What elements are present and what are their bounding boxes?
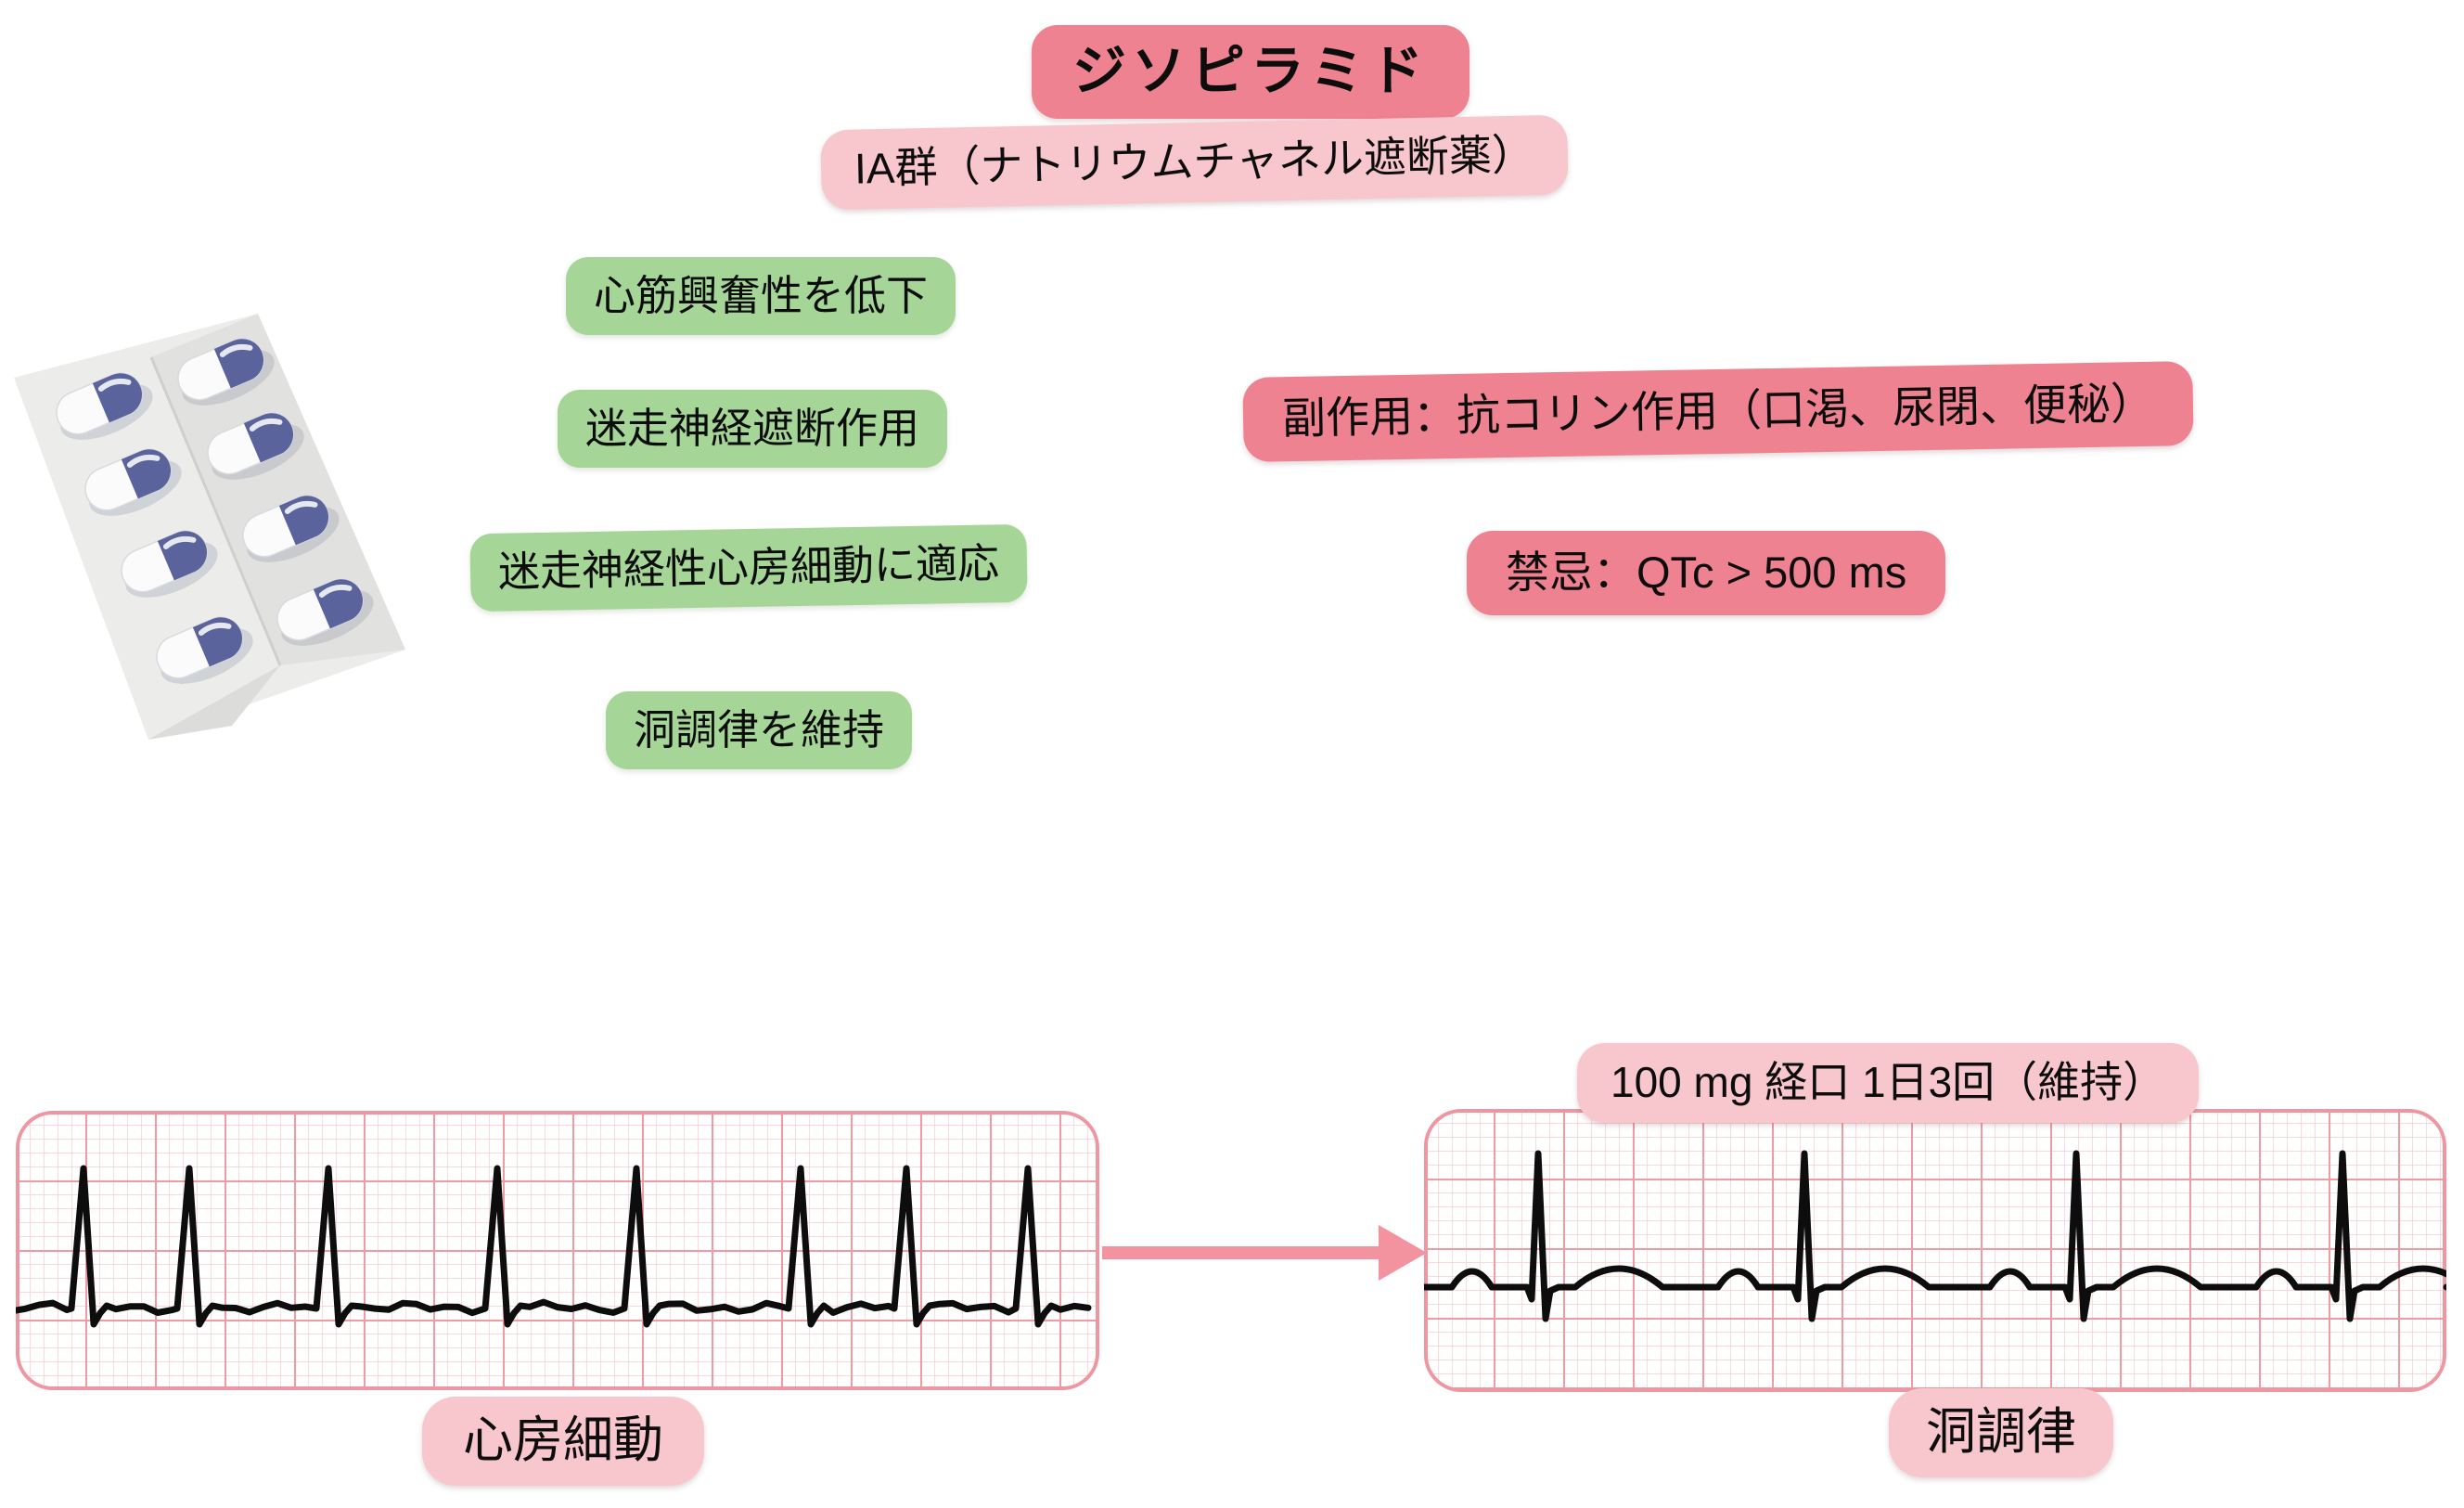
ecg-trace-af — [16, 1165, 1092, 1328]
pill-blister-icon — [14, 314, 405, 740]
ecg-label-sinus: 洞調律 — [1889, 1388, 2113, 1477]
side-effects-badge: 副作用：抗コリン作用（口渇、尿閉、便秘） — [1242, 361, 2194, 462]
effect-badge-excitability: 心筋興奮性を低下 — [566, 257, 956, 336]
drug-class-badge: IA群（ナトリウムチャネル遮断薬） — [820, 114, 1569, 210]
dose-badge: 100 mg 経口 1日3回（維持） — [1577, 1043, 2200, 1123]
effect-badge-sinus-maintenance: 洞調律を維持 — [606, 691, 913, 770]
effect-badge-indication: 迷走神経性心房細動に適応 — [469, 523, 1028, 612]
ecg-strip-af — [16, 1111, 1099, 1390]
effect-badge-vagolytic: 迷走神経遮断作用 — [558, 390, 948, 469]
ecg-strip-sinus — [1424, 1109, 2446, 1392]
contraindication-badge: 禁忌：QTc > 500 ms — [1467, 531, 1946, 615]
ecg-trace-sinus — [1424, 1150, 2446, 1322]
ecg-label-af: 心房細動 — [422, 1397, 704, 1486]
drug-title-badge: ジソピラミド — [1032, 25, 1470, 119]
transition-arrow-icon — [1102, 1225, 1427, 1281]
